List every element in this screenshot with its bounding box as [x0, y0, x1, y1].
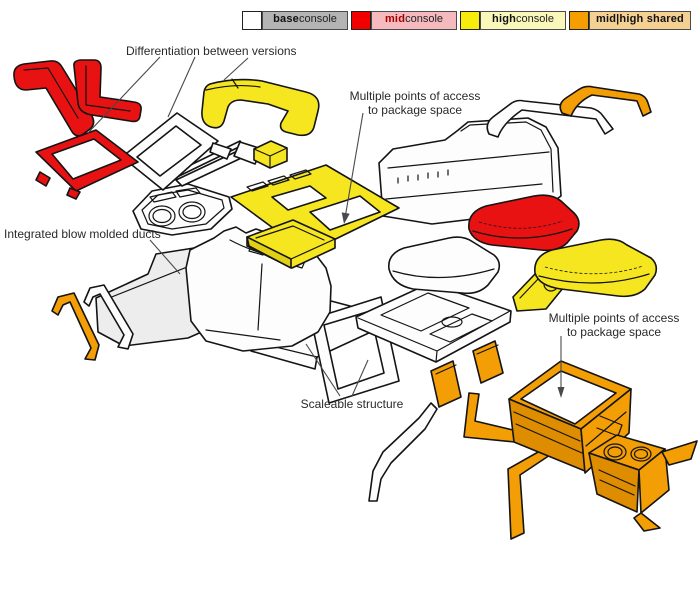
part-high-storage-box-lid — [253, 140, 288, 169]
part-high-console-top-edge — [205, 78, 261, 91]
part-base-trim-left — [83, 284, 134, 350]
annotation-access-bottom: Multiple points of access to package spa… — [543, 311, 685, 339]
annotation-differentiation: Differentiation between versions — [126, 44, 297, 58]
cupholder-right-inner — [182, 204, 202, 220]
part-base-console-body-right-ticks — [397, 169, 449, 184]
part-mid-duct-left-line — [23, 67, 79, 119]
part-shared-trim-frame — [507, 446, 554, 540]
part-mid-armrest-pad-seam — [472, 228, 573, 239]
legend-strong-3: mid|high shared — [596, 13, 684, 25]
legend-label-3: mid|high shared — [589, 11, 691, 30]
legend-swatch-2 — [460, 11, 480, 30]
annotation-access-bottom-line1: Multiple points of access — [548, 311, 680, 325]
legend-rest-0: console — [298, 13, 337, 25]
annotation-ducts: Integrated blow molded ducts — [4, 227, 161, 241]
legend-swatch-3 — [569, 11, 589, 30]
annotation-access-top-line2: to package space — [367, 103, 463, 117]
part-base-armrest-lid — [387, 236, 501, 295]
part-shared-cupholder-fin — [661, 440, 698, 466]
part-high-tray-front — [246, 236, 292, 269]
legend-label-1: midconsole — [371, 11, 457, 30]
part-base-console-body-right-ridge — [385, 151, 550, 200]
part-base-rear-tray-rim — [357, 292, 511, 363]
part-base-frame — [121, 112, 219, 191]
part-shared-door-panels-lines — [435, 344, 499, 375]
legend-item-shared: mid|high shared — [569, 11, 691, 30]
legend-item-base: baseconsole — [242, 11, 348, 30]
legend-swatch-1 — [351, 11, 371, 30]
part-high-top-frame-slots — [246, 169, 312, 192]
part-high-console-top — [201, 78, 320, 137]
leader-access-top — [344, 112, 364, 219]
annotation-access-top: Multiple points of access to package spa… — [346, 89, 484, 117]
part-shared-storage-bin-grooves — [513, 411, 627, 454]
legend-strong-1: mid — [384, 13, 406, 25]
part-high-tray-rim — [255, 225, 336, 260]
part-mid-frame — [35, 129, 139, 192]
annotation-access-top-line1: Multiple points of access — [349, 89, 481, 103]
part-shared-storage-bin-left-face — [508, 398, 586, 472]
leader-differentiation-2 — [167, 56, 196, 118]
part-high-storage-box-lid-lines — [253, 147, 288, 169]
legend-rest-1: console — [405, 13, 444, 25]
part-high-armrest-pad — [534, 238, 658, 298]
cupholder-left — [148, 205, 176, 227]
part-mid-armrest-pad-stitch — [478, 220, 564, 229]
part-base-console-body-right-arch — [460, 121, 554, 193]
part-shared-cupholder-right-face — [638, 448, 670, 514]
part-high-armrest-pad-seam — [538, 273, 650, 284]
part-mid-frame-foot-a — [35, 171, 51, 187]
annotation-scaleable: Scaleable structure — [300, 397, 404, 411]
part-shared-cupholder-lines — [598, 469, 636, 496]
leader-scaleable-1 — [305, 343, 341, 397]
part-shared-trim-left — [51, 292, 100, 361]
part-shared-cupholder-left-face — [588, 452, 640, 513]
leader-ducts — [149, 239, 181, 275]
part-shared-cup-right — [630, 446, 652, 462]
arrow-access-top — [341, 212, 350, 224]
legend-rest-2: console — [516, 13, 554, 25]
legend: baseconsole midconsole highconsole mid|h… — [242, 11, 691, 30]
legend-strong-0: base — [273, 13, 299, 25]
part-shared-cup-left — [603, 443, 627, 461]
legend-item-mid: midconsole — [351, 11, 457, 30]
legend-label-2: highconsole — [480, 11, 566, 30]
part-mid-duct-right-line — [85, 65, 131, 112]
leader-differentiation-3 — [223, 57, 249, 81]
part-base-u-trim — [368, 402, 438, 502]
part-base-rear-tray-latch — [441, 316, 463, 328]
part-shared-cupholder-tail — [633, 512, 661, 532]
legend-label-0: baseconsole — [262, 11, 348, 30]
leader-differentiation-1 — [87, 56, 161, 134]
arrow-access-bottom — [557, 387, 565, 398]
part-shared-door-panel-a — [472, 340, 504, 384]
part-base-frame-tab — [209, 142, 232, 160]
leader-scaleable-2 — [351, 359, 369, 397]
part-base-handle-trim-right — [486, 99, 614, 138]
legend-swatch-0 — [242, 11, 262, 30]
part-shared-door-panel-b — [430, 360, 462, 408]
cupholder-right — [178, 201, 206, 223]
part-mid-frame-foot-b — [66, 187, 81, 200]
part-base-cupholder-tray-slots — [149, 187, 201, 203]
part-high-armrest-pad-stitch — [544, 265, 644, 275]
part-mid-duct-left — [13, 60, 95, 137]
part-high-top-frame — [230, 164, 400, 254]
legend-strong-2: high — [492, 13, 517, 25]
part-shared-cup-right-inner — [633, 448, 649, 460]
legend-item-high: highconsole — [460, 11, 566, 30]
part-shared-cup-left-inner — [607, 446, 623, 458]
part-base-armrest-lid-seam — [392, 268, 495, 279]
part-shared-handle-trim-right — [559, 85, 652, 117]
annotation-access-bottom-line2: to package space — [566, 325, 662, 339]
cupholder-left-inner — [152, 208, 172, 224]
